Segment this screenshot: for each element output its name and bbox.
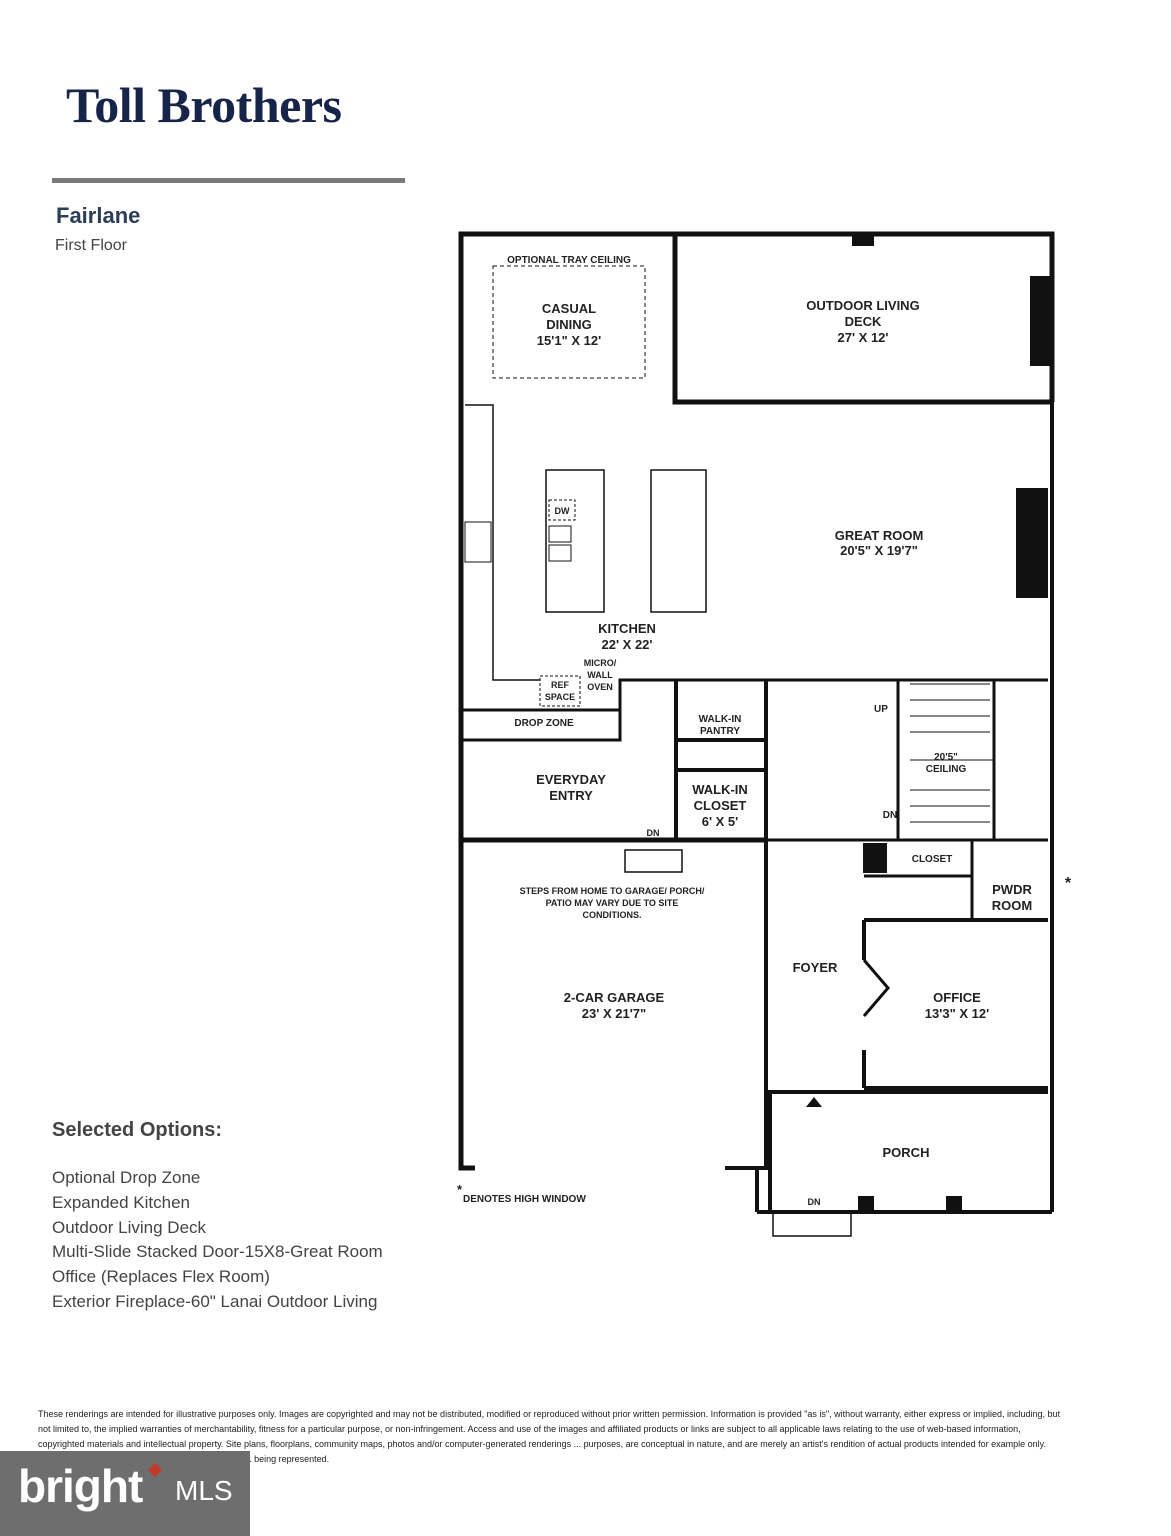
ceiling-label: CEILING [926,764,967,775]
option-item: Optional Drop Zone [52,1168,201,1187]
tray-ceiling [492,265,646,379]
wall-label: WALL [587,670,613,680]
micro-label: MICRO/ [584,658,617,668]
deck-label-2: DECK [845,314,882,329]
kitchen-size: 22' X 22' [602,637,653,652]
fireplace-great [1016,488,1048,598]
option-item: Expanded Kitchen [52,1192,190,1212]
column-4 [946,1196,962,1212]
casual-dining-label-2: DINING [546,317,592,332]
porch-label: PORCH [883,1145,930,1160]
pwdr-label-2: ROOM [992,898,1032,913]
kitchen-label: KITCHEN [598,621,656,636]
ref-label: REF [551,680,570,690]
plan-name: Fairlane [56,203,141,228]
pantry-label: WALK-IN [699,714,742,725]
everyday-entry-label-2: ENTRY [549,788,593,803]
watermark-brand: bright [18,1460,143,1512]
deck-size: 27' X 12' [838,330,889,345]
wall-kitchen-south [461,678,1048,712]
option-item: Multi-Slide Stacked Door-15X8-Great Room [52,1242,383,1262]
dn-label-porch: DN [808,1197,821,1207]
toll-brothers-logo: Toll Brothers [66,77,342,133]
closet-label: WALK-IN [692,782,748,797]
closet-size: 6' X 5' [702,814,739,829]
office-label: OFFICE [933,990,981,1005]
ref-space [539,675,581,707]
option-item: Outdoor Living Deck [52,1217,207,1237]
wall-office [862,918,1048,1090]
wall-powder [864,840,974,918]
everyday-entry-label: EVERYDAY [536,772,606,787]
column-3 [858,1196,874,1212]
island-1 [545,469,605,613]
garage-label: 2-CAR GARAGE [564,990,665,1005]
ceiling-height-label: 20'5" [934,752,958,763]
watermark-suffix: MLS [175,1475,233,1506]
casual-dining-size: 15'1" X 12' [537,333,601,348]
dw-label: DW [555,506,570,516]
closet-small-label: CLOSET [912,854,953,865]
garage-size: 23' X 21'7" [582,1006,646,1021]
entry-arrow [806,1097,822,1107]
oven-label: OVEN [587,682,613,692]
great-room-size: 20'5" X 19'7" [840,543,918,558]
dn-label-garage: DN [647,828,660,838]
ref-label-2: SPACE [545,692,575,702]
column-2 [863,843,887,873]
steps-note-2: PATIO MAY VARY DUE TO SITE [546,898,679,908]
high-window-note-mark: * [457,1182,463,1197]
tray-ceiling-label: OPTIONAL TRAY CEILING [507,255,631,266]
exterior-wall [458,231,1052,1171]
foyer-label: FOYER [793,960,838,975]
watermark-dot-icon [147,1462,163,1478]
garage-step [624,849,683,873]
steps-note-3: CONDITIONS. [582,910,641,920]
island-2 [650,469,707,613]
pantry-label-2: PANTRY [700,726,740,737]
option-item: Office (Replaces Flex Room) [52,1267,270,1287]
sink-2 [548,544,572,562]
drop-zone-label: DROP ZONE [514,718,574,729]
high-window-mark: * [1065,875,1072,892]
selected-options-title: Selected Options: [52,1119,223,1141]
perimeter-counter [465,404,540,681]
sink-1 [548,525,572,543]
high-window-note: DENOTES HIGH WINDOW [463,1194,586,1205]
selected-options-list: Optional Drop Zone Expanded Kitchen Outd… [52,1166,383,1315]
floor-name: First Floor [55,237,127,254]
up-label: UP [874,704,888,715]
porch-step [772,1211,852,1237]
wall-pantry [674,680,766,838]
deck-label: OUTDOOR LIVING [806,298,919,313]
casual-dining-label: CASUAL [542,301,596,316]
header-divider [52,178,405,183]
office-door [862,959,890,1017]
office-size: 13'3" X 12' [925,1006,989,1021]
great-room-label: GREAT ROOM [835,528,924,543]
dn-label-stair: DN [883,810,897,821]
wall-drop-zone [461,710,622,742]
dishwasher [548,499,576,521]
garage-right-wall [725,680,768,1170]
cooktop [464,521,492,563]
option-item: Exterior Fireplace-60" Lanai Outdoor Liv… [52,1291,378,1311]
closet-label-2: CLOSET [694,798,747,813]
steps-note-1: STEPS FROM HOME TO GARAGE/ PORCH/ [520,886,705,896]
pwdr-label: PWDR [992,882,1032,897]
stair-treads [910,683,994,823]
bright-mls-watermark: bright MLS [0,1451,250,1536]
column-1 [852,232,874,246]
fireplace-deck [1030,276,1052,366]
